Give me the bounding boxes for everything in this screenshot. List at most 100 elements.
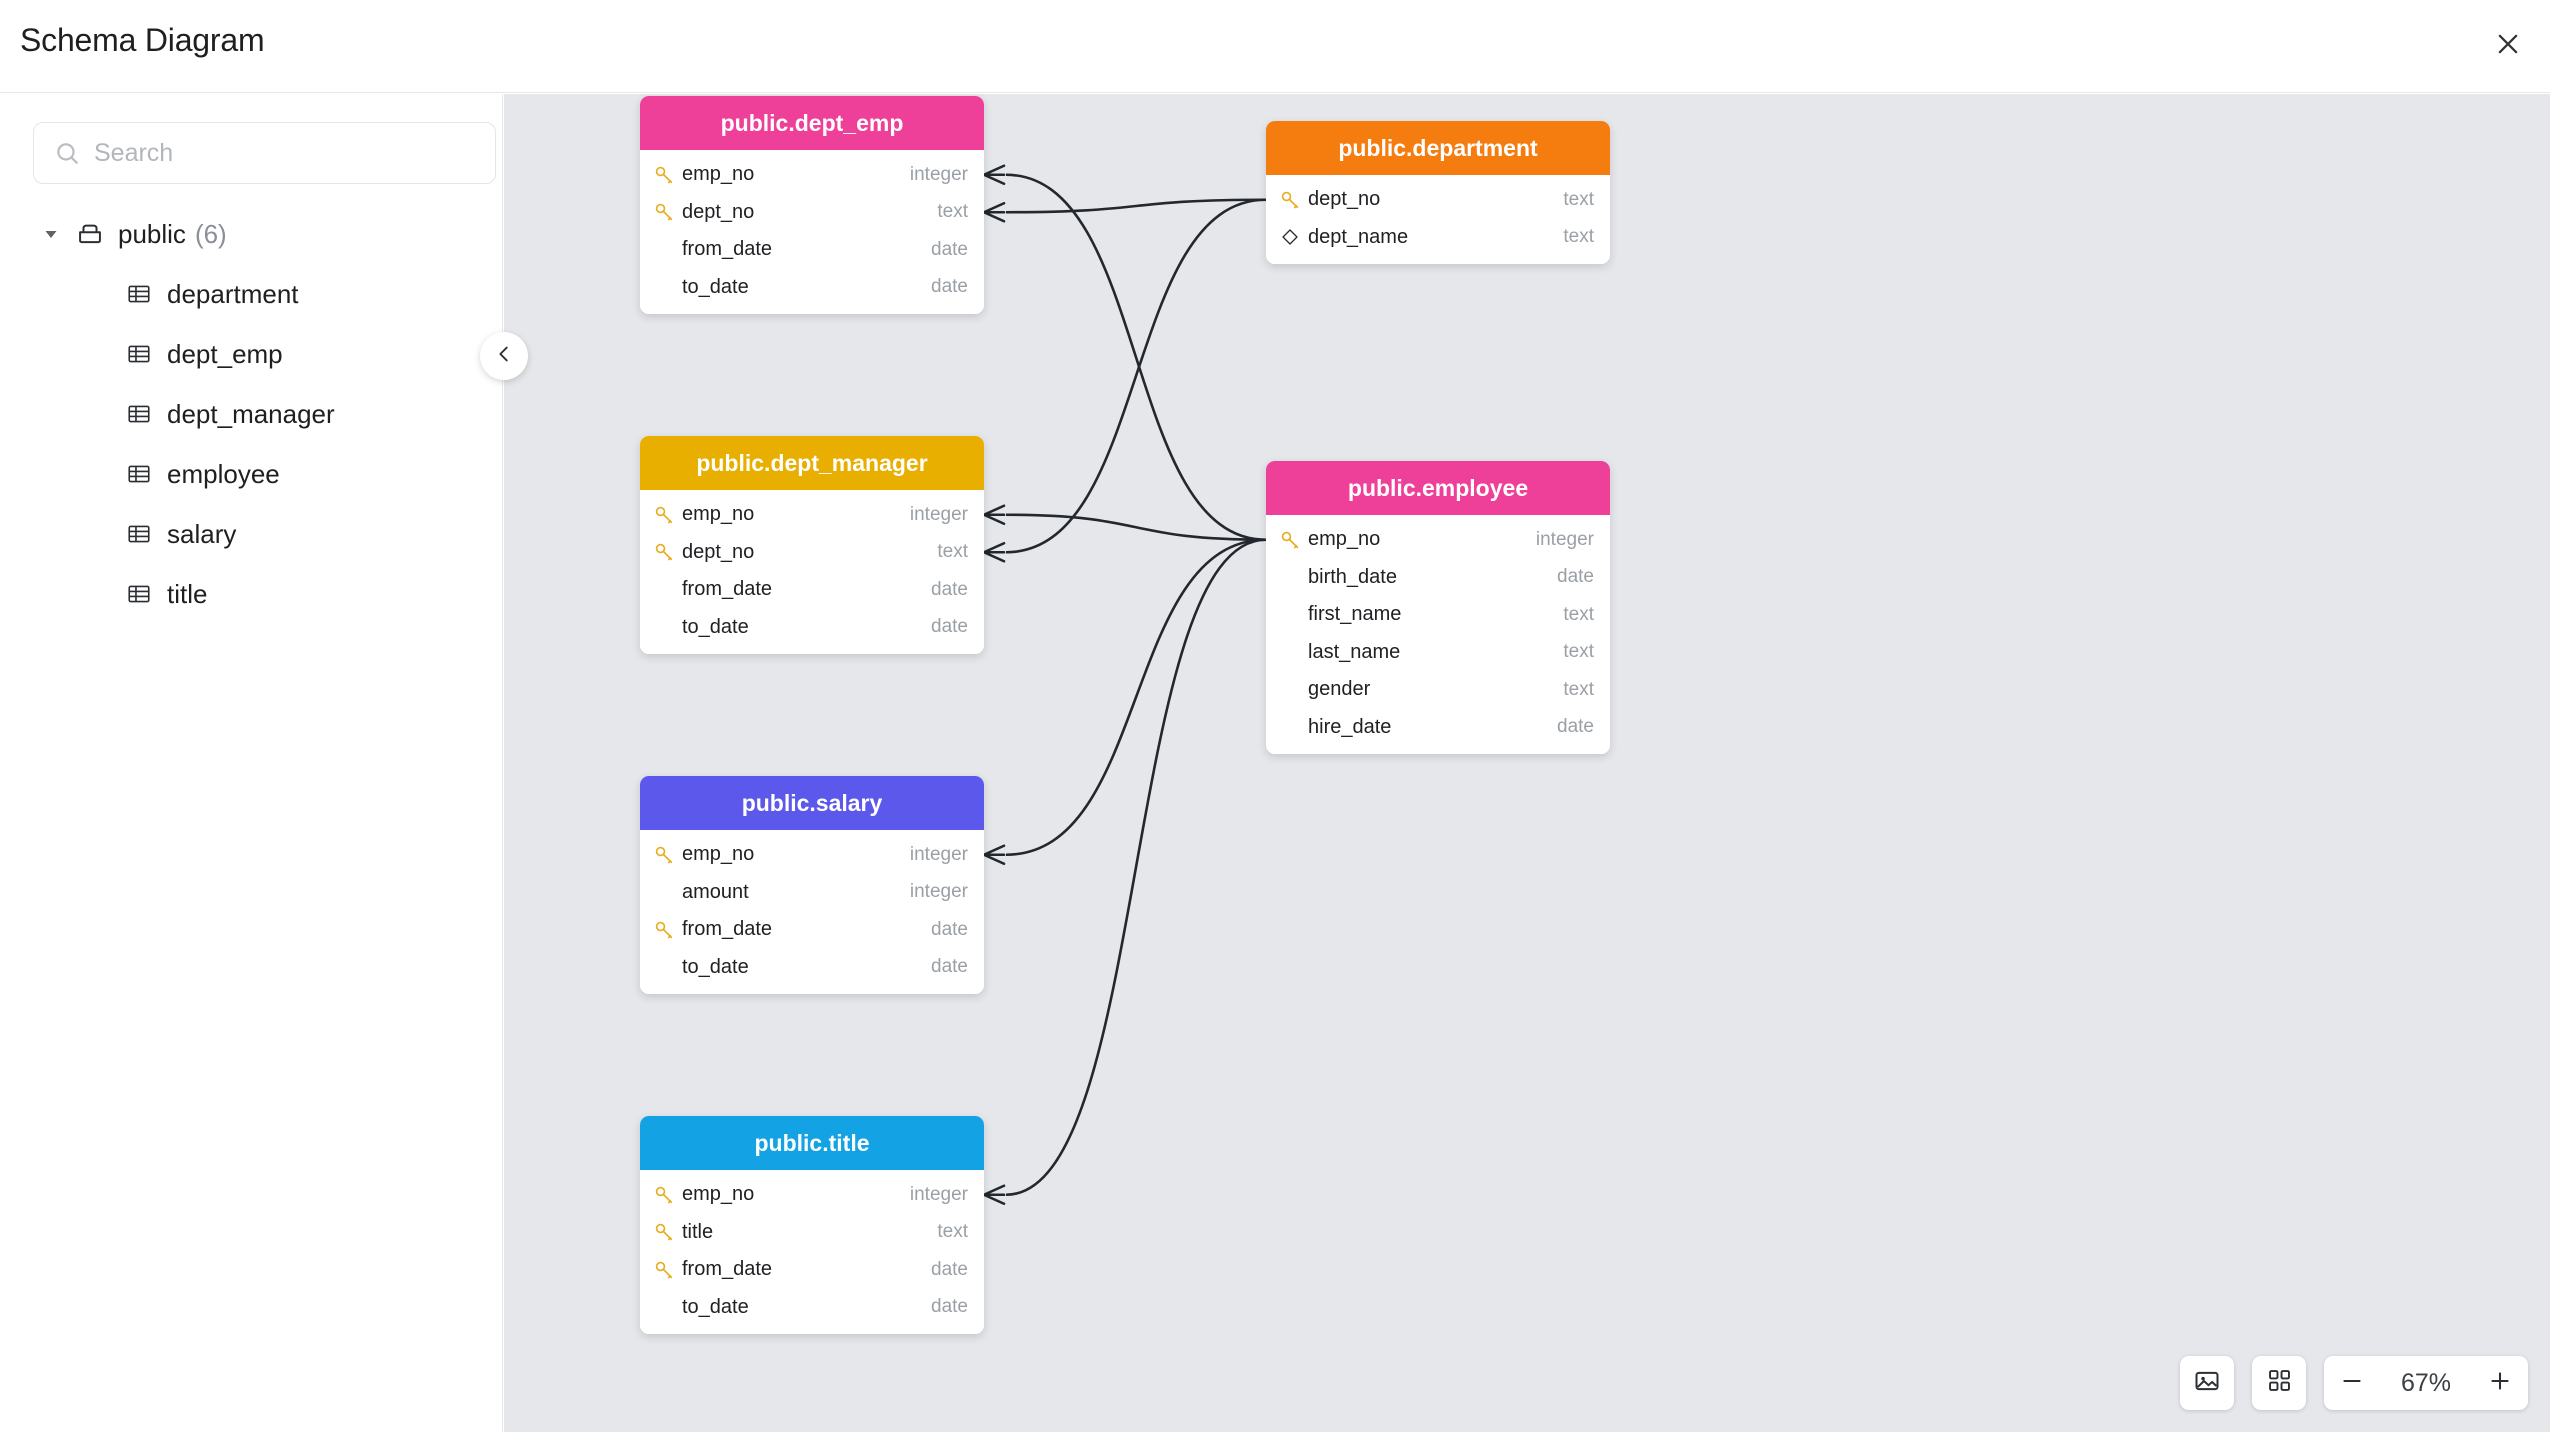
column-type: integer: [909, 881, 968, 903]
entity-node-header[interactable]: public.title: [640, 1116, 984, 1170]
table-icon: [126, 521, 152, 547]
auto-layout-button[interactable]: [2252, 1356, 2306, 1410]
column-type: date: [931, 276, 968, 298]
column-name: dept_name: [1308, 225, 1409, 248]
column-type: date: [931, 616, 968, 638]
database-schema-icon: [76, 220, 104, 248]
column-name: emp_no: [682, 503, 755, 526]
caret-down-icon[interactable]: [40, 223, 62, 245]
export-image-button[interactable]: [2180, 1356, 2234, 1410]
column-name: emp_no: [1308, 528, 1381, 551]
canvas-toolbar: 67%: [2180, 1356, 2528, 1410]
column-type: text: [1563, 678, 1594, 700]
zoom-level-label[interactable]: 67%: [2400, 1368, 2452, 1397]
close-button[interactable]: [2484, 22, 2532, 70]
table-icon: [126, 461, 152, 487]
column-row[interactable]: hire_date date: [1266, 709, 1610, 747]
sidebar-item-dept_manager[interactable]: dept_manager: [0, 384, 503, 444]
column-type: date: [931, 238, 968, 260]
sidebar-item-department[interactable]: department: [0, 264, 503, 324]
relationship-edge: [1005, 173, 1267, 542]
schema-count-label: (6): [194, 218, 227, 249]
entity-node-title: public.title: [754, 1129, 870, 1156]
column-row[interactable]: dept_no text: [640, 194, 984, 232]
column-type: text: [937, 201, 968, 223]
entity-node-header[interactable]: public.dept_manager: [640, 436, 984, 490]
zoom-in-button[interactable]: [2472, 1356, 2528, 1410]
search-box[interactable]: [33, 122, 496, 184]
entity-node-title: public.employee: [1347, 474, 1529, 501]
column-name: first_name: [1308, 603, 1402, 626]
crowsfoot-many-marker: [982, 201, 1006, 223]
entity-node-header[interactable]: public.dept_emp: [640, 96, 984, 150]
key-icon: [653, 919, 675, 941]
sidebar-item-label: salary: [167, 518, 237, 549]
relationship-edge: [1005, 538, 1267, 1197]
column-name: amount: [682, 880, 749, 903]
column-row[interactable]: amount integer: [640, 874, 984, 912]
column-type: integer: [909, 1183, 968, 1205]
column-name: last_name: [1308, 640, 1401, 663]
sidebar-item-label: title: [167, 578, 208, 609]
column-name: hire_date: [1308, 715, 1392, 738]
sidebar-item-title[interactable]: title: [0, 564, 503, 624]
sidebar: public (6) department dept_empdept_manage…: [0, 94, 528, 1432]
sidebar-item-label: department: [167, 278, 299, 309]
entity-node-header[interactable]: public.department: [1266, 121, 1610, 175]
column-type: integer: [909, 843, 968, 865]
sidebar-item-salary[interactable]: salary: [0, 504, 503, 564]
entity-node-header[interactable]: public.salary: [640, 776, 984, 830]
column-type: date: [931, 1258, 968, 1280]
zoom-out-button[interactable]: [2324, 1356, 2380, 1410]
column-type: date: [1557, 716, 1594, 738]
column-type: integer: [909, 163, 968, 185]
entity-node-header[interactable]: public.employee: [1266, 461, 1610, 515]
crowsfoot-many-marker: [982, 164, 1006, 186]
sidebar-item-employee[interactable]: employee: [0, 444, 503, 504]
relationship-edge: [1005, 198, 1267, 214]
plus-icon: [2487, 1368, 2513, 1399]
tree-node-public[interactable]: public (6): [0, 204, 503, 264]
column-name: dept_no: [682, 200, 755, 223]
column-type: text: [937, 1221, 968, 1243]
search-input[interactable]: [94, 138, 474, 168]
crowsfoot-many-marker: [982, 504, 1006, 526]
image-icon: [2193, 1367, 2221, 1400]
sidebar-item-dept_emp[interactable]: dept_emp: [0, 324, 503, 384]
sidebar-collapse-button[interactable]: [480, 332, 528, 380]
